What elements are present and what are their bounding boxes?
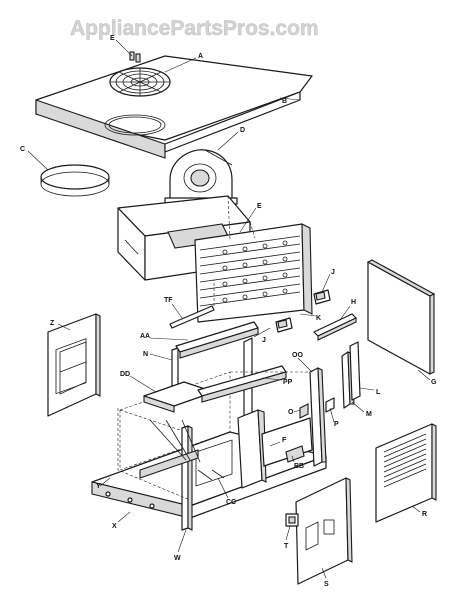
rod-tf [169, 280, 215, 329]
callout-t: T [284, 543, 289, 550]
callout-labels: A B E C D E TF J K H J Z AA N DD PP OO G… [20, 35, 437, 588]
callout-n: N [143, 351, 148, 358]
ring-c [40, 164, 110, 197]
callout-w: W [174, 555, 181, 562]
callout-r: R [422, 511, 427, 518]
callout-g: G [431, 379, 437, 386]
callout-k: K [316, 315, 321, 322]
bracket-j-upper [313, 289, 331, 305]
callout-o: O [288, 409, 294, 416]
callout-z: Z [50, 320, 55, 327]
callout-y: Y [96, 483, 101, 490]
callout-a: A [198, 53, 203, 60]
strip-h [313, 313, 357, 341]
callout-oo: OO [292, 352, 303, 359]
callout-x: X [112, 523, 117, 530]
callout-bb: BB [294, 463, 304, 470]
chassis-frame [91, 321, 327, 531]
callout-d: D [240, 127, 245, 134]
watermark: AppliancePartsPros.com [70, 17, 319, 40]
fan-guard-a [109, 51, 171, 97]
callout-dd: DD [120, 371, 130, 378]
coil-tubes [199, 235, 301, 307]
callout-tf: TF [164, 297, 173, 304]
side-panel-g [366, 259, 436, 375]
callout-j-upper: J [331, 269, 335, 276]
callout-leaders [27, 39, 431, 579]
callout-e: E [257, 203, 262, 210]
channel-l [349, 341, 361, 401]
callout-c: C [20, 146, 25, 153]
callout-aa: AA [140, 333, 150, 340]
side-panel-z [47, 313, 101, 417]
coil-panel [194, 195, 313, 323]
callout-e-top: E [110, 35, 115, 42]
callout-cc: CC [226, 499, 236, 506]
callout-pp: PP [283, 379, 293, 386]
bracket-j-lower [275, 317, 293, 333]
callout-b: B [282, 98, 287, 105]
knob-t [285, 513, 299, 527]
top-panel-b [35, 55, 313, 159]
callout-m: M [366, 411, 372, 418]
callout-h: H [351, 299, 356, 306]
clip-p [325, 397, 335, 413]
callout-j-lower: J [262, 337, 266, 344]
grille-r [375, 423, 437, 523]
access-panel-s [295, 477, 353, 585]
callout-l: L [376, 389, 381, 396]
callout-s: S [324, 581, 329, 588]
callout-f: F [282, 437, 287, 444]
callout-p: P [334, 421, 339, 428]
clip-o [299, 403, 309, 419]
